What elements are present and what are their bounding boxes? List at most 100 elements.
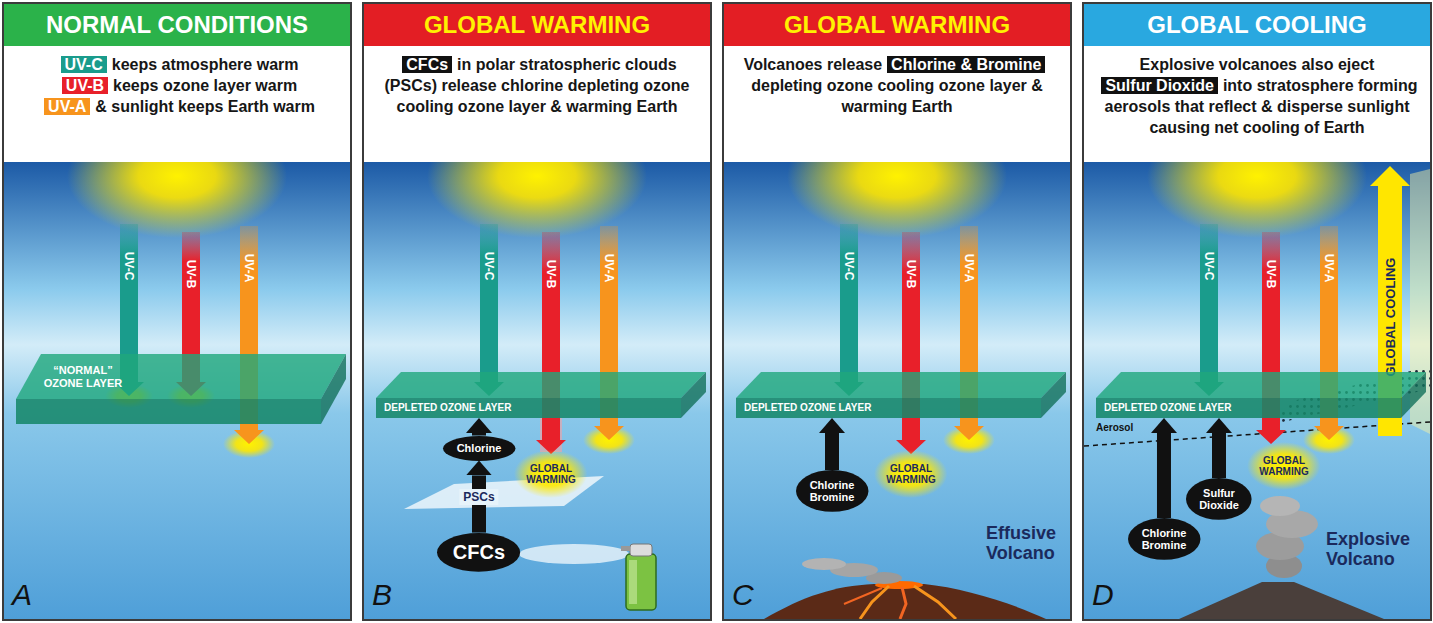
flow-arrow bbox=[825, 433, 839, 470]
ellipse-shape-part bbox=[1186, 478, 1252, 520]
description-text-block: Volcanoes release Chlorine & Bromine deple… bbox=[732, 54, 1062, 117]
spray-can bbox=[621, 544, 656, 610]
spray-mist bbox=[519, 544, 629, 564]
highlight-tag: Chlorine & Bromine bbox=[887, 56, 1045, 73]
ellipse-shape-part bbox=[796, 470, 868, 512]
ellipse-shape-part bbox=[443, 436, 515, 461]
uv-arrow-shape-part bbox=[834, 224, 864, 396]
description-text: Volcanoes release bbox=[744, 56, 882, 73]
highlight-tag: CFCs bbox=[402, 56, 452, 73]
uv-label: UV-A bbox=[242, 254, 256, 283]
uv-arrow-shape bbox=[1194, 224, 1224, 396]
description-text: keeps atmosphere warm bbox=[112, 56, 299, 73]
edge-label: PSCs bbox=[459, 489, 498, 505]
chemical-ellipse: Sulfur Dioxide bbox=[1186, 478, 1252, 520]
aerosol-label: Aerosol bbox=[1096, 422, 1133, 434]
ozone-layer-label: “NORMAL” OZONE LAYER bbox=[38, 364, 128, 389]
effusive-volcano-part bbox=[802, 558, 846, 570]
highlight-tag: UV-B bbox=[62, 77, 108, 94]
chemical-label: Sulfur Dioxide bbox=[1199, 487, 1239, 511]
ozone-slab-part bbox=[736, 372, 1066, 398]
uv-label: UV-C bbox=[482, 252, 496, 281]
ozone-layer-label: DEPLETED OZONE LAYER bbox=[384, 402, 511, 414]
uv-arrow-shape-part bbox=[896, 232, 926, 454]
uv-arrow-shape bbox=[474, 224, 504, 396]
ozone-slab-part bbox=[16, 354, 346, 399]
ozone-slab-part bbox=[736, 398, 1041, 418]
cooling-label: GLOBAL COOLING bbox=[1383, 258, 1398, 377]
uv-label: UV-C bbox=[842, 252, 856, 281]
warming-glow: GLOBAL WARMING bbox=[514, 450, 587, 498]
spray-can-part bbox=[629, 560, 637, 604]
uv-arrow-shape-part bbox=[474, 224, 504, 396]
uv-label: UV-C bbox=[122, 252, 136, 281]
warming-glow: GLOBAL WARMING bbox=[874, 450, 947, 498]
panel: CFCsin polar stratospheric clouds (PSCs)… bbox=[362, 2, 712, 621]
description-box: CFCsin polar stratospheric clouds (PSCs)… bbox=[364, 46, 710, 162]
ozone-slab-part bbox=[321, 354, 346, 424]
ozone-slab-part bbox=[1041, 372, 1066, 418]
panel-title: NORMAL CONDITIONS bbox=[4, 4, 350, 46]
panel: Explosive volcanoes also ejectSulfur Dio… bbox=[1082, 2, 1432, 621]
glow-shape-part bbox=[874, 450, 947, 498]
ozone-layer: DEPLETED OZONE LAYER bbox=[736, 372, 1066, 418]
uv-arrow: UV-C bbox=[1194, 224, 1224, 396]
chemical-ellipse: CFCs bbox=[437, 533, 520, 572]
ellipse-shape-part bbox=[1128, 518, 1200, 560]
uv-label: UV-B bbox=[904, 260, 918, 289]
ozone-slab-part bbox=[376, 398, 681, 418]
flow-arrow bbox=[472, 433, 486, 436]
explosive-volcano-part bbox=[1260, 496, 1300, 516]
ellipse-shape-part bbox=[437, 533, 520, 572]
uv-label: UV-C bbox=[1202, 252, 1216, 281]
volcano-label: Explosive Volcano bbox=[1326, 530, 1410, 570]
uv-label: UV-B bbox=[1264, 260, 1278, 289]
uv-arrow-shape-part bbox=[1194, 224, 1224, 396]
description-box: Explosive volcanoes also ejectSulfur Dio… bbox=[1084, 46, 1430, 162]
ozone-layer-label: DEPLETED OZONE LAYER bbox=[1104, 402, 1231, 414]
uv-arrow: UV-B bbox=[896, 232, 926, 454]
panel-letter: D bbox=[1092, 580, 1114, 610]
panel: UV-Ckeeps atmosphere warmUV-Bkeeps ozone… bbox=[2, 2, 352, 621]
highlight-tag: Sulfur Dioxide bbox=[1101, 77, 1217, 94]
description-text: depleting ozone cooling ozone layer & wa… bbox=[751, 77, 1043, 115]
highlight-tag: UV-A bbox=[44, 98, 90, 115]
glow-shape-part bbox=[1247, 442, 1320, 490]
panel-letter: C bbox=[732, 580, 754, 610]
glow-shape-part bbox=[514, 450, 587, 498]
effusive-volcano-part bbox=[900, 587, 906, 619]
chemical-label: CFCs bbox=[453, 541, 505, 563]
warming-label: GLOBAL WARMING bbox=[886, 463, 935, 485]
panel: Volcanoes release Chlorine & Bromine deple… bbox=[722, 2, 1072, 621]
panel-title: GLOBAL WARMING bbox=[724, 4, 1070, 46]
effusive-volcano bbox=[764, 558, 1046, 619]
panel-title: GLOBAL WARMING bbox=[364, 4, 710, 46]
uv-label: UV-B bbox=[544, 260, 558, 289]
panel-c-scene bbox=[724, 114, 1070, 619]
ozone-layer: DEPLETED OZONE LAYER bbox=[376, 372, 706, 418]
uv-label: UV-A bbox=[1322, 254, 1336, 283]
panel-letter: B bbox=[372, 580, 392, 610]
chemical-ellipse: Chlorine bbox=[443, 436, 515, 461]
warming-label: GLOBAL WARMING bbox=[526, 463, 575, 485]
highlight-tag: UV-C bbox=[61, 56, 107, 73]
spray-can-part bbox=[626, 554, 656, 610]
description-text: Explosive volcanoes also eject bbox=[1140, 56, 1375, 73]
warming-label: GLOBAL WARMING bbox=[1259, 455, 1308, 477]
chemical-label: Chlorine Bromine bbox=[1142, 527, 1187, 551]
effusive-volcano-part bbox=[764, 584, 1046, 619]
ozone-slab-part bbox=[376, 372, 706, 398]
uv-label: UV-A bbox=[602, 254, 616, 283]
ozone-slab-part bbox=[16, 399, 321, 424]
explosive-volcano-part bbox=[1179, 582, 1384, 619]
flow-arrow bbox=[1157, 433, 1171, 518]
chemical-label: Chlorine Bromine bbox=[810, 479, 855, 503]
panel-a-scene bbox=[4, 114, 350, 619]
uv-arrow: UV-B bbox=[536, 232, 566, 454]
panel-title: GLOBAL COOLING bbox=[1084, 4, 1430, 46]
effusive-volcano-part bbox=[914, 586, 956, 619]
chemical-ellipse: Chlorine Bromine bbox=[1128, 518, 1200, 560]
ozone-slab-part bbox=[1096, 372, 1426, 398]
spray-can-part bbox=[630, 544, 652, 556]
